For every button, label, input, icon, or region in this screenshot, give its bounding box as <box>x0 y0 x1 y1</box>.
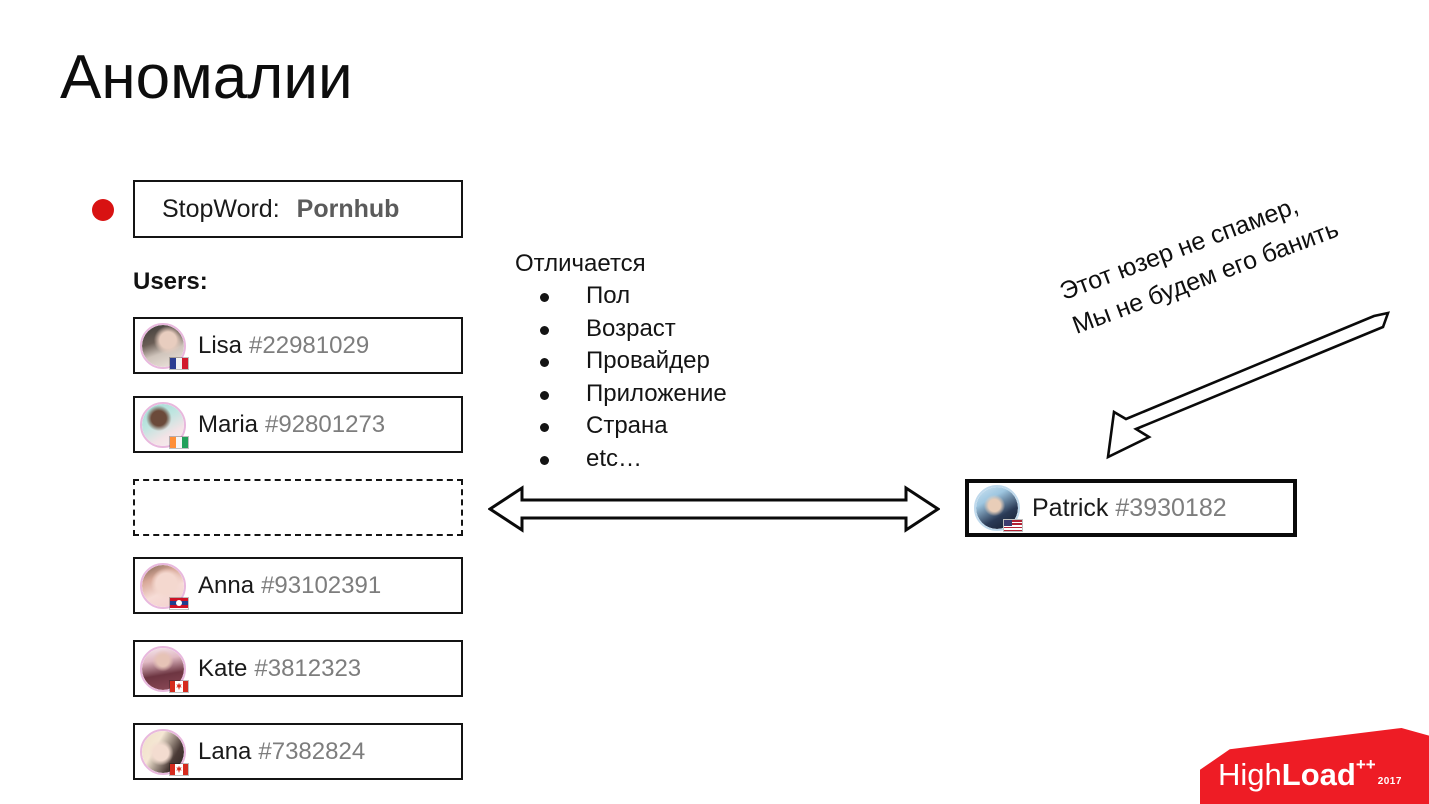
user-id: #22981029 <box>249 331 370 359</box>
user-id: #3812323 <box>254 654 362 682</box>
flag-icon-ca <box>169 762 189 776</box>
user-id: #92801273 <box>265 410 386 438</box>
user-name: Anna <box>198 571 255 599</box>
user-row-lisa[interactable]: Lisa #22981029 <box>133 317 463 374</box>
logo-high-text: High <box>1218 757 1282 792</box>
stopword-value: Pornhub <box>296 194 400 223</box>
list-item: Пол <box>515 280 727 313</box>
user-id: #93102391 <box>261 571 382 599</box>
user-row-patrick[interactable]: Patrick #3930182 <box>965 479 1297 537</box>
differences-list: Пол Возраст Провайдер Приложение Страна … <box>515 280 727 475</box>
users-header: Users: <box>133 268 208 295</box>
highload-logo: HighLoad++2017 <box>1200 728 1429 804</box>
double-arrow-icon <box>488 485 940 533</box>
user-id: #3930182 <box>1115 493 1227 522</box>
user-row-maria[interactable]: Maria #92801273 <box>133 396 463 453</box>
user-name: Lana <box>198 737 252 765</box>
pointer-arrow-icon <box>1106 311 1390 460</box>
avatar <box>140 645 189 693</box>
logo-load-text: Load <box>1281 757 1356 792</box>
user-name: Patrick <box>1032 493 1109 522</box>
logo-text: HighLoad++2017 <box>1218 756 1402 790</box>
user-row-empty-placeholder[interactable] <box>133 479 463 536</box>
list-item: etc… <box>515 443 727 476</box>
stopword-box: StopWord: Pornhub <box>133 180 463 238</box>
list-item: Страна <box>515 410 727 443</box>
list-item: Приложение <box>515 378 727 411</box>
logo-year-text: 2017 <box>1377 776 1402 787</box>
list-item: Возраст <box>515 313 727 346</box>
flag-icon-la <box>169 596 189 610</box>
avatar-photo <box>140 645 186 692</box>
avatar <box>140 562 189 610</box>
avatar <box>974 485 1023 532</box>
user-id: #7382824 <box>258 737 366 765</box>
flag-icon-fr <box>169 356 189 370</box>
differences-block: Отличается Пол Возраст Провайдер Приложе… <box>515 252 727 475</box>
logo-plusplus-text: ++ <box>1355 755 1376 774</box>
user-row-kate[interactable]: Kate #3812323 <box>133 640 463 697</box>
avatar <box>140 728 189 776</box>
stopword-label: StopWord: <box>162 194 280 223</box>
flag-icon-us <box>1003 519 1023 532</box>
page-title: Аномалии <box>60 43 353 112</box>
list-item: Провайдер <box>515 345 727 378</box>
red-bullet-icon <box>92 199 114 221</box>
flag-icon-ca <box>169 679 189 693</box>
avatar <box>140 322 189 370</box>
avatar <box>140 401 189 449</box>
user-name: Maria <box>198 410 259 438</box>
user-name: Kate <box>198 654 248 682</box>
user-row-anna[interactable]: Anna #93102391 <box>133 557 463 614</box>
avatar-photo <box>974 485 1020 531</box>
user-row-lana[interactable]: Lana #7382824 <box>133 723 463 780</box>
user-name: Lisa <box>198 331 243 359</box>
flag-icon-ie <box>169 435 189 449</box>
differences-title: Отличается <box>515 250 646 277</box>
